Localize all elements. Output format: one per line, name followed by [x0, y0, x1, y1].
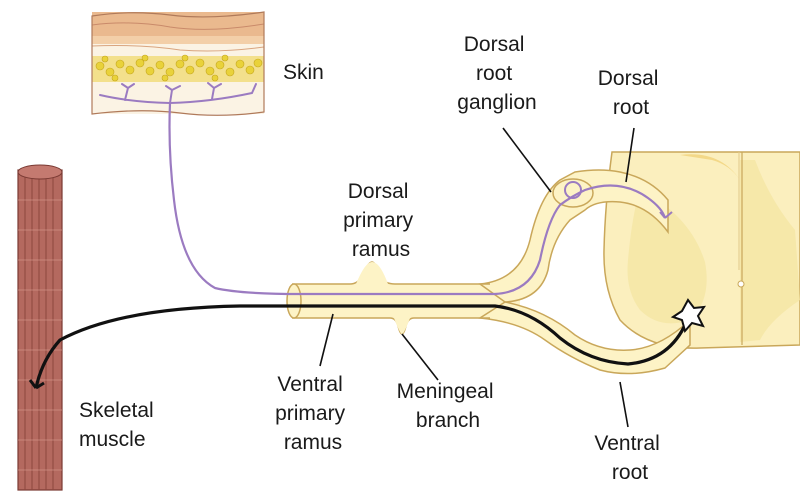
- nerve-tubes: [286, 169, 691, 375]
- motor-end-plate: [28, 379, 45, 390]
- label-meningeal-branch: Meningeal branch: [397, 380, 500, 432]
- label-skin: Skin: [283, 61, 324, 84]
- label-dorsal-primary-ramus: Dorsal primary ramus: [343, 180, 419, 261]
- skin-block: [92, 12, 264, 114]
- dorsal-ramus-stub: [356, 262, 388, 284]
- label-dorsal-root: Dorsal root: [598, 67, 665, 119]
- meningeal-branch-stub: [394, 318, 410, 334]
- label-ventral-primary-ramus: Ventral primary ramus: [275, 373, 351, 454]
- label-dorsal-root-ganglion: Dorsal root ganglion: [457, 33, 536, 114]
- ventral-nerve-tube: [477, 301, 691, 375]
- ganglion-cell-body: [564, 181, 582, 199]
- motor-neuron-cell-body: [670, 298, 707, 334]
- label-ventral-root: Ventral root: [594, 432, 665, 484]
- sensory-neuron: [168, 102, 667, 296]
- dorsal-nerve-tube: [477, 169, 669, 303]
- leader-lines: [319, 127, 635, 428]
- ganglion-swelling: [552, 178, 594, 208]
- nerve-cut-end: [286, 283, 302, 319]
- skeletal-muscle: [17, 164, 63, 491]
- skin-nerve-endings: [99, 82, 257, 105]
- gray-matter: [627, 160, 800, 342]
- label-skeletal-muscle: Skeletal muscle: [79, 399, 160, 451]
- motor-neuron: [34, 304, 690, 389]
